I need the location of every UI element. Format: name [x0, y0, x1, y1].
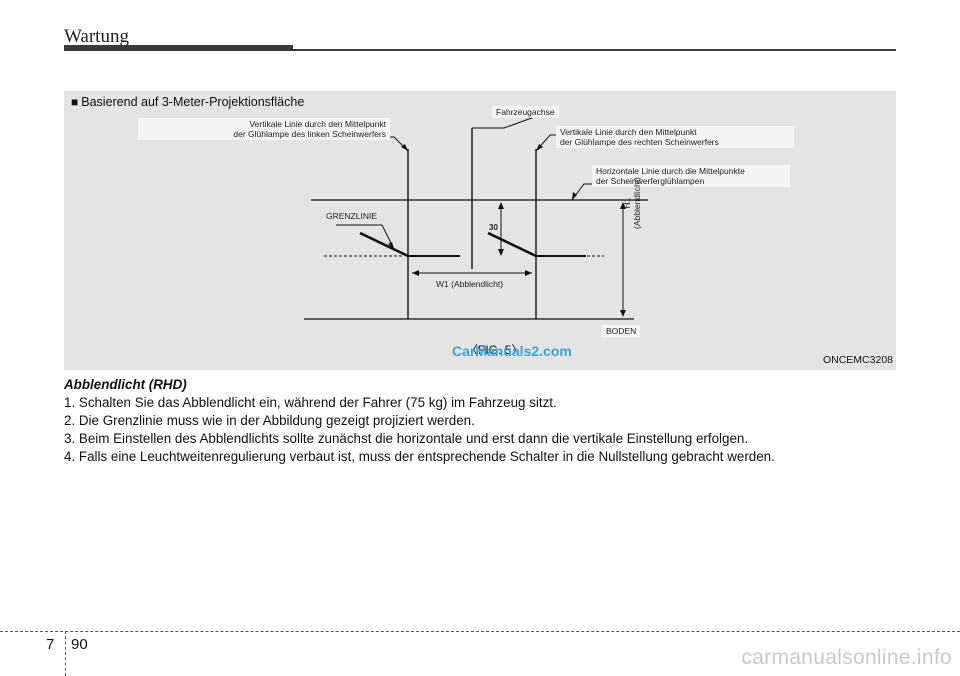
horizontal-leader [571, 183, 594, 201]
footer-vertical-divider [65, 631, 66, 676]
left-vertical-leader-arrowhead [401, 144, 408, 151]
cutoff-kink-right [487, 231, 537, 258]
watermark-logo: CarManuals2.com [452, 343, 572, 359]
instruction-step: 1. Schalten Sie das Abblendlicht ein, wä… [64, 395, 557, 410]
cutoff-leader [336, 224, 395, 250]
angle-arrowhead-top [498, 202, 504, 209]
vehicle-axis-leader [472, 114, 541, 129]
h1-arrowhead-bottom [620, 310, 626, 317]
instruction-step: 2. Die Grenzlinie muss wie in der Abbild… [64, 413, 475, 428]
page-number: 90 [71, 636, 88, 653]
header-rule-thin [293, 49, 896, 51]
ground-label: BODEN [602, 325, 641, 337]
left-vertical-line-label: Vertikale Linie durch den Mittelpunkt de… [138, 118, 390, 140]
instruction-step: 4. Falls eine Leuchtweitenregulierung ve… [64, 449, 775, 464]
w1-arrowhead-right [525, 270, 532, 276]
figure-heading: ■Basierend auf 3-Meter-Projektionsfläche [71, 95, 305, 109]
instructions-text: Abblendlicht (RHD) 1. Schalten Sie das A… [64, 376, 944, 466]
aiming-diagram [304, 114, 648, 320]
w1-arrowhead-left [412, 270, 419, 276]
h1-label: H1 (Abblendlicht) [622, 177, 642, 229]
cutoff-line-label: GRENZLINIE [326, 211, 378, 221]
vehicle-axis-label: Fahrzeugachse [492, 106, 559, 118]
instructions-subheading: Abblendlicht (RHD) [64, 377, 187, 392]
figure-caption: 〈FIG. 5〉 [466, 343, 524, 357]
headlight-aiming-figure: ■Basierend auf 3-Meter-Projektionsfläche… [64, 91, 896, 370]
square-bullet-icon: ■ [71, 95, 79, 109]
cutoff-leader-arrowhead [388, 242, 394, 249]
footer-divider [0, 631, 960, 632]
angle-arrowhead-bottom [498, 249, 504, 256]
horizontal-leader-arrowhead [572, 192, 577, 200]
angle-label: 30 [489, 223, 498, 232]
right-vertical-leader-arrowhead [536, 144, 543, 151]
right-vertical-line-label: Vertikale Linie durch den Mittelpunkt de… [556, 126, 794, 148]
cutoff-kink-left [359, 231, 409, 258]
w1-label: W1 (Abblendlicht) [436, 279, 504, 289]
chapter-number: 7 [46, 636, 55, 653]
instruction-step: 3. Beim Einstellen des Abblendlichts sol… [64, 431, 749, 446]
figure-code: ONCEMC3208 [822, 354, 893, 366]
section-title: Wartung [64, 26, 129, 47]
footer-brand-link[interactable]: carmanualsonline.info [741, 646, 952, 669]
header-rule-thick [64, 45, 293, 51]
horizontal-line-label: Horizontale Linie durch die Mittelpunkte… [592, 165, 790, 187]
h1-arrowhead-top [620, 202, 626, 209]
